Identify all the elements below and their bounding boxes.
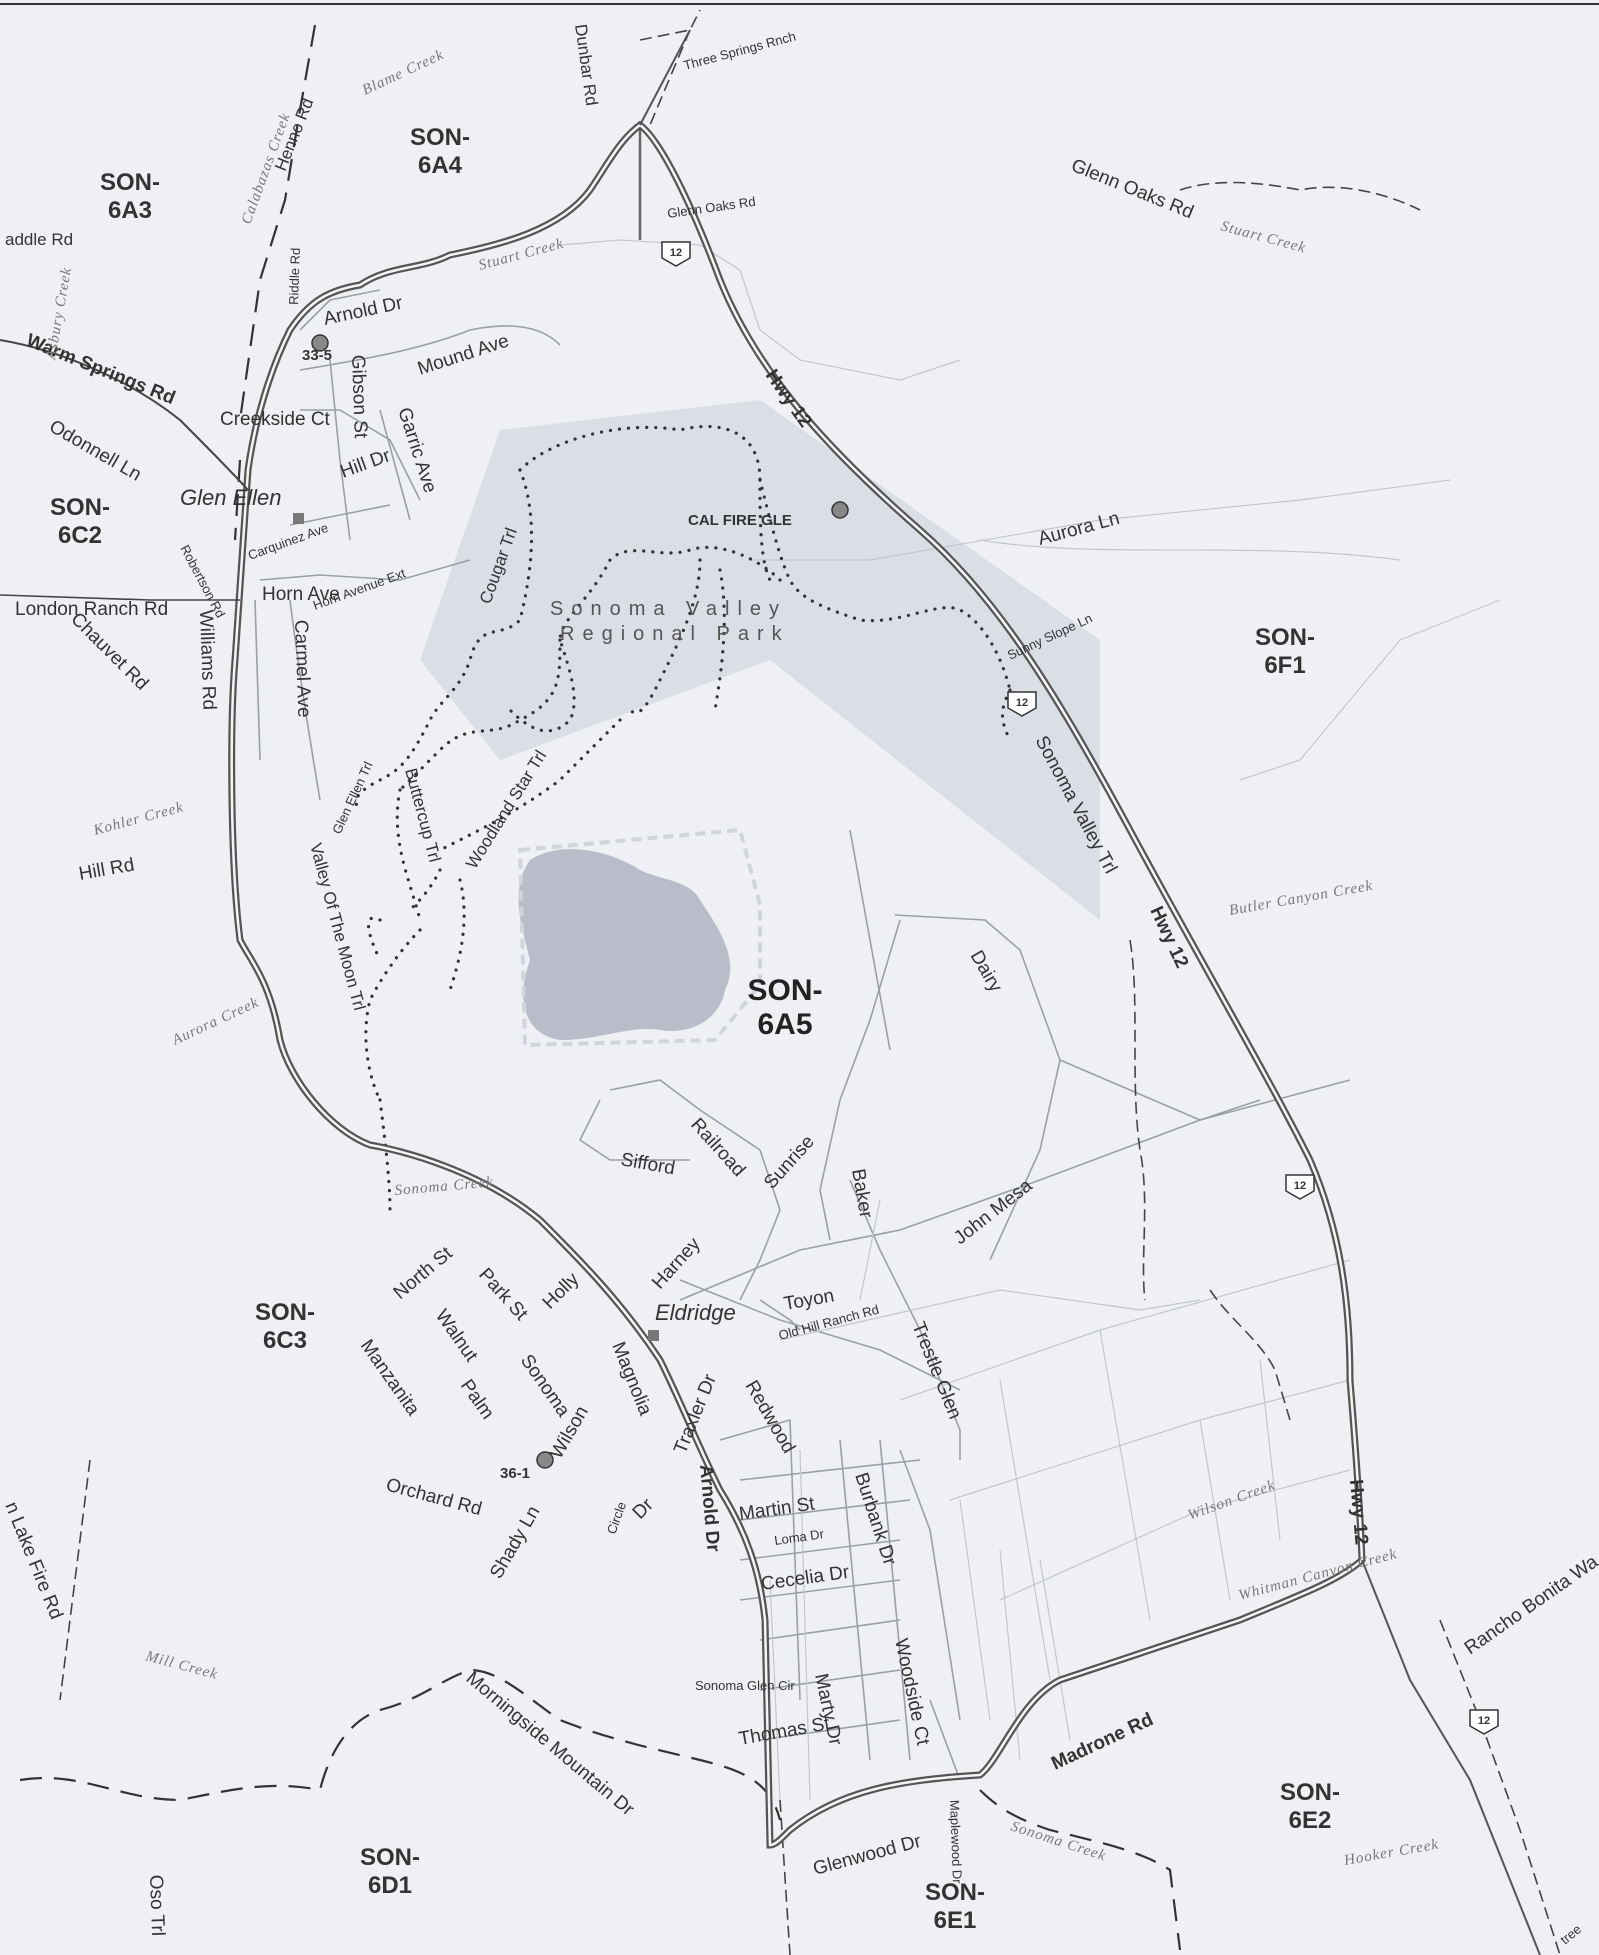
regional-park-area: [420, 400, 1100, 920]
station-33-5: 33-5: [302, 347, 332, 364]
highway-shield-2: 12: [1007, 691, 1037, 717]
warm-springs-road: [0, 339, 249, 491]
street-network: [254, 239, 1501, 1801]
highway-shield-label: 12: [1016, 697, 1028, 709]
zone-son-6f1: SON-6F1: [1255, 624, 1315, 679]
road-carmel: Carmel Ave: [290, 619, 314, 718]
zone-son-6e1: SON-6E1: [925, 1879, 985, 1934]
district-boundary-inner: [230, 123, 1364, 1847]
cal-fire-icon: [831, 501, 849, 519]
eldridge-marker: [648, 1330, 659, 1341]
zone-son-6a3-l2: 6A3: [108, 197, 152, 224]
highway-shield-label: 12: [1294, 1180, 1306, 1192]
place-eldridge: Eldridge: [655, 1300, 736, 1325]
road-creekside: Creekside Ct: [220, 409, 331, 430]
road-saddle: addle Rd: [5, 230, 73, 249]
zone-son-6a3-l1: SON-: [100, 169, 160, 196]
highway-shield-4: 12: [1469, 1709, 1499, 1735]
zone-son-6a4: SON-6A4: [410, 124, 470, 179]
station-36-1-icon: [536, 1451, 554, 1469]
road-sonoma-glen: Sonoma Glen Cir: [695, 1678, 795, 1693]
place-labels: Glen Ellen Eldridge Sonoma Valley Region…: [180, 485, 790, 1341]
road-london-ranch: London Ranch Rd: [15, 599, 168, 620]
road-williams: Williams Rd: [195, 609, 219, 710]
station-33-5-icon: [311, 334, 329, 352]
road-oso: Oso Trl: [145, 1874, 168, 1936]
highway-shield-label: 12: [1478, 1715, 1490, 1727]
road-riddle: Riddle Rd: [286, 248, 303, 306]
hwy-12-north: [639, 29, 691, 126]
road-maplewood: Maplewood Dr: [947, 1800, 965, 1885]
road-gibson: Gibson St: [347, 354, 371, 439]
station-labels: CAL FIRE GLE 33-5 36-1: [302, 334, 849, 1482]
zone-boundaries: [19, 9, 1561, 1955]
hwy-12-south: [1361, 1559, 1541, 1955]
park-name-line2: Regional Park: [560, 623, 790, 645]
road-loma: Loma Dr: [773, 1526, 825, 1548]
highway-shield-label: 12: [670, 247, 682, 259]
park-name-line1: Sonoma Valley: [550, 598, 787, 620]
zone-son-6c2: SON-6C2: [50, 494, 110, 549]
glen-ellen-marker: [293, 513, 304, 524]
zone-son-6d1: SON-6D1: [360, 1844, 420, 1899]
zone-son-6a3: SON-6A3: [100, 169, 160, 224]
zone-son-6c3: SON-6C3: [255, 1299, 315, 1354]
london-ranch-road: [0, 594, 240, 601]
place-glen-ellen: Glen Ellen: [180, 485, 282, 510]
zone-son-6a5: SON-6A5: [748, 974, 823, 1041]
highway-shield-1: 12: [661, 241, 691, 267]
station-36-1: 36-1: [500, 1465, 530, 1482]
road-horn: Horn Ave: [262, 584, 340, 605]
zone-labels: SON-6A3 SON-6A4 SON-6C2 SON-6F1 SON-6A5 …: [50, 124, 1340, 1934]
highway-shield-3: 12: [1285, 1174, 1315, 1200]
zone-son-6e2: SON-6E2: [1280, 1779, 1340, 1834]
trail-network: [354, 424, 1012, 1212]
station-cal-fire: CAL FIRE GLE: [688, 512, 792, 529]
reservoir-area: [518, 849, 731, 1040]
